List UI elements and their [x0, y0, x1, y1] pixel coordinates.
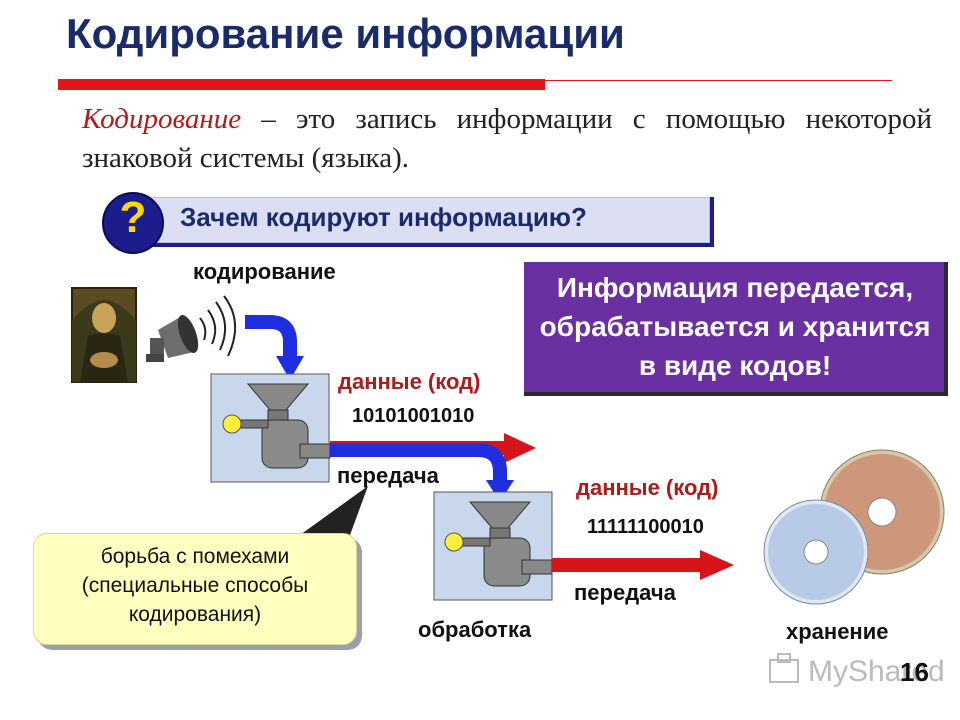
data-label-2: данные (код) [576, 475, 719, 500]
disc-storage-icon [763, 449, 945, 605]
question-circle-icon [102, 192, 164, 254]
watermark-icon [769, 653, 799, 683]
processing-label: обработка [418, 617, 532, 642]
transfer-label-1: передача [337, 463, 439, 488]
definition-term: Кодирование [82, 103, 242, 135]
processor-device [433, 491, 553, 601]
info-box [524, 262, 948, 396]
loudspeaker-icon [146, 295, 237, 362]
transfer-arrow-2 [552, 550, 734, 580]
info-box-text: Информация передается, обрабатывается и … [539, 272, 931, 381]
callout-pointer [300, 486, 368, 535]
processing-arrow [330, 443, 514, 502]
definition-text: Кодирование – это запись информации с по… [82, 100, 932, 178]
noise-callout-text: борьба с помехами (специальные способы к… [81, 545, 309, 626]
portrait-icon [71, 287, 137, 383]
encoder-device [210, 373, 331, 483]
question-banner [150, 197, 714, 247]
encoding-label: кодирование [193, 259, 336, 284]
encoding-arrow [245, 315, 304, 380]
watermark-text: MyShared [808, 655, 945, 688]
title-underline-thin [545, 80, 892, 81]
transfer-label-2: передача [574, 580, 676, 605]
storage-label: хранение [786, 619, 889, 644]
page-number: 16 [900, 657, 929, 687]
question-text: Зачем кодируют информацию? [180, 202, 587, 232]
definition-rest: – это запись информации с помощью некото… [82, 103, 932, 174]
question-mark: ? [119, 193, 147, 242]
slide-title: Кодирование информации [66, 10, 625, 57]
code-value-2: 11111100010 [587, 516, 704, 538]
data-label-1: данные (код) [338, 369, 481, 394]
noise-callout [33, 533, 357, 645]
code-value-1: 10101001010 [352, 405, 475, 427]
title-underline [58, 79, 545, 90]
